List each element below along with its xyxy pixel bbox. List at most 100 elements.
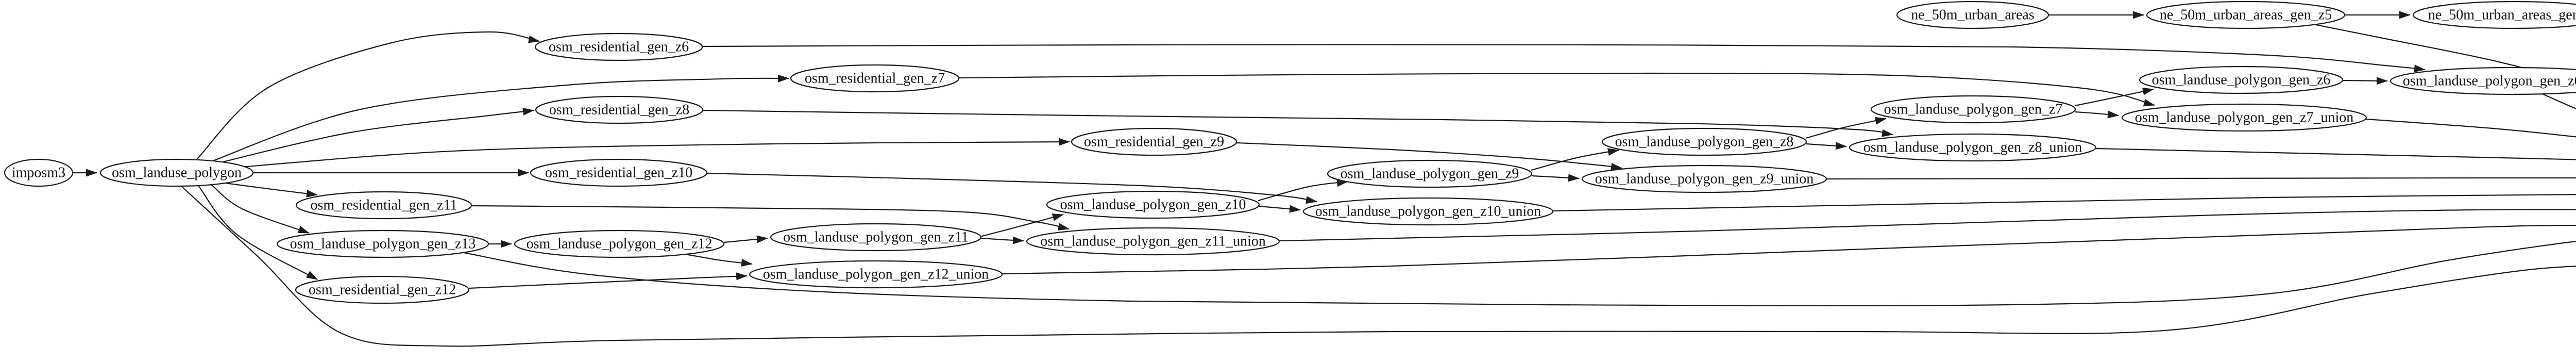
edge-osm-landuse-polygon-to-osm-landuse-polygon-gen-z13 <box>211 184 310 234</box>
node-ellipse-osm-landuse-polygon-gen-z11-union <box>1026 227 1280 256</box>
node-ellipse-osm-landuse-polygon-gen-z12 <box>514 229 725 258</box>
edge-osm-landuse-polygon-gen-z9-union-to-layer-landuse:z9 <box>1826 177 2576 180</box>
node-osm-landuse-polygon-gen-z7-union: osm_landuse_polygon_gen_z7_union <box>2121 103 2367 132</box>
node-label-osm-landuse-polygon-gen-z12-union: osm_landuse_polygon_gen_z12_union <box>763 267 989 283</box>
node-osm-residential-gen-z8: osm_residential_gen_z8 <box>535 95 704 124</box>
node-label-osm-landuse-polygon-gen-z6-union: osm_landuse_polygon_gen_z6_union <box>2403 73 2576 89</box>
node-label-osm-landuse-polygon-gen-z8-union: osm_landuse_polygon_gen_z8_union <box>1863 140 2082 156</box>
node-ellipse-osm-residential-gen-z12 <box>295 275 470 304</box>
node-label-osm-landuse-polygon: osm_landuse_polygon <box>112 165 242 181</box>
node-label-osm-landuse-polygon-gen-z11-union: osm_landuse_polygon_gen_z11_union <box>1040 234 1266 250</box>
node-osm-landuse-polygon-gen-z12: osm_landuse_polygon_gen_z12 <box>514 229 725 258</box>
edge-osm-landuse-polygon-gen-z7-union-to-layer-landuse:z7 <box>2365 118 2576 138</box>
node-osm-landuse-polygon-gen-z9: osm_landuse_polygon_gen_z9 <box>1327 159 1533 188</box>
node-label-imposm3: imposm3 <box>12 165 65 181</box>
node-label-osm-landuse-polygon-gen-z7: osm_landuse_polygon_gen_z7 <box>1884 102 2063 118</box>
edge-osm-landuse-polygon-gen-z9-to-osm-landuse-polygon-gen-z9-union <box>1531 174 1580 182</box>
node-ellipse-osm-landuse-polygon-gen-z10 <box>1046 190 1260 219</box>
node-label-osm-residential-gen-z7: osm_residential_gen_z7 <box>805 71 945 87</box>
node-osm-landuse-polygon-gen-z12-union: osm_landuse_polygon_gen_z12_union <box>749 260 1003 289</box>
node-label-osm-landuse-polygon-gen-z13: osm_landuse_polygon_gen_z13 <box>290 236 476 252</box>
node-ellipse-osm-landuse-polygon-gen-z6 <box>2139 65 2344 94</box>
edge-osm-landuse-polygon-gen-z8-to-osm-landuse-polygon-gen-z8-union <box>1806 142 1847 150</box>
node-label-osm-residential-gen-z8: osm_residential_gen_z8 <box>549 102 689 118</box>
edge-osm-landuse-polygon-gen-z6-to-osm-landuse-polygon-gen-z6-union <box>2342 77 2388 85</box>
edge-osm-residential-gen-z8-to-osm-landuse-polygon-gen-z8-union <box>702 109 1893 137</box>
edge-osm-residential-gen-z12-to-osm-landuse-polygon-gen-z12-union <box>468 272 748 289</box>
node-osm-landuse-polygon-gen-z7: osm_landuse_polygon_gen_z7 <box>1870 95 2076 124</box>
edge-osm-landuse-polygon-to-osm-residential-gen-z6 <box>196 31 540 160</box>
edge-osm-landuse-polygon-gen-z8-to-osm-landuse-polygon-gen-z7 <box>1805 117 1887 139</box>
node-label-osm-residential-gen-z12: osm_residential_gen_z12 <box>309 282 456 298</box>
edge-osm-landuse-polygon-to-layer-landuse:z14plus <box>181 186 2576 347</box>
node-osm-landuse-polygon-gen-z8-union: osm_landuse_polygon_gen_z8_union <box>1849 133 2097 162</box>
edge-osm-landuse-polygon-gen-z10-to-osm-landuse-polygon-gen-z10-union <box>1259 205 1301 213</box>
edge-osm-landuse-polygon-gen-z6-union-to-layer-landuse:z6 <box>2539 92 2576 109</box>
node-ellipse-osm-landuse-polygon-gen-z8-union <box>1849 133 2097 162</box>
node-label-ne-50m-urban-areas-gen-z5: ne_50m_urban_areas_gen_z5 <box>2160 7 2332 23</box>
node-label-osm-landuse-polygon-gen-z10-union: osm_landuse_polygon_gen_z10_union <box>1315 204 1541 220</box>
node-osm-landuse-polygon-gen-z10: osm_landuse_polygon_gen_z10 <box>1046 190 1260 219</box>
node-label-osm-landuse-polygon-gen-z11: osm_landuse_polygon_gen_z11 <box>783 229 969 245</box>
node-ellipse-osm-residential-gen-z11 <box>295 191 472 220</box>
node-label-osm-landuse-polygon-gen-z7-union: osm_landuse_polygon_gen_z7_union <box>2135 110 2354 126</box>
edge-osm-landuse-polygon-to-osm-residential-gen-z9 <box>239 138 1070 168</box>
edge-osm-residential-gen-z10-to-osm-landuse-polygon-gen-z10-union <box>706 172 1317 204</box>
edge-osm-landuse-polygon-gen-z11-to-osm-landuse-polygon-gen-z11-union <box>980 236 1024 244</box>
node-osm-landuse-polygon-gen-z6: osm_landuse_polygon_gen_z6 <box>2139 65 2344 94</box>
node-ne-50m-urban-areas-gen-z4: ne_50m_urban_areas_gen_z4 <box>2412 1 2576 29</box>
edge-ne-50m-urban-areas-gen-z5-to-layer-landuse:z5 <box>2313 23 2576 83</box>
edge-osm-landuse-polygon-gen-z9-to-osm-landuse-polygon-gen-z8 <box>1531 148 1619 171</box>
node-label-ne-50m-urban-areas: ne_50m_urban_areas <box>1911 7 2034 23</box>
edges-layer <box>73 11 2576 347</box>
edge-osm-landuse-polygon-gen-z7-to-osm-landuse-polygon-gen-z7-union <box>2075 110 2119 119</box>
node-ellipse-osm-landuse-polygon-gen-z6-union <box>2389 67 2576 95</box>
node-osm-residential-gen-z10: osm_residential_gen_z10 <box>530 158 708 187</box>
edge-osm-residential-gen-z7-to-osm-landuse-polygon-gen-z7-union <box>958 72 2155 107</box>
node-imposm3: imposm3 <box>4 158 74 187</box>
node-label-osm-residential-gen-z11: osm_residential_gen_z11 <box>310 198 457 213</box>
node-label-osm-landuse-polygon-gen-z9-union: osm_landuse_polygon_gen_z9_union <box>1595 171 1814 187</box>
node-osm-landuse-polygon-gen-z9-union: osm_landuse_polygon_gen_z9_union <box>1581 164 1827 193</box>
node-osm-landuse-polygon-gen-z13: osm_landuse_polygon_gen_z13 <box>276 229 489 258</box>
edge-osm-landuse-polygon-gen-z12-to-osm-landuse-polygon-gen-z12-union <box>685 253 753 267</box>
node-ellipse-osm-landuse-polygon-gen-z7 <box>1870 95 2076 124</box>
node-ellipse-osm-residential-gen-z6 <box>534 32 703 61</box>
node-ellipse-osm-residential-gen-z10 <box>530 158 708 187</box>
edge-osm-landuse-polygon-gen-z11-union-to-layer-landuse:z11 <box>1279 209 2576 242</box>
edge-osm-landuse-polygon-gen-z13-to-layer-landuse:z13 <box>461 240 2576 306</box>
node-ellipse-osm-landuse-polygon-gen-z13 <box>276 229 489 258</box>
node-ne-50m-urban-areas: ne_50m_urban_areas <box>1896 1 2049 29</box>
edge-osm-landuse-polygon-to-osm-residential-gen-z8 <box>210 108 534 166</box>
node-ellipse-osm-landuse-polygon-gen-z7-union <box>2121 103 2367 132</box>
node-label-osm-residential-gen-z10: osm_residential_gen_z10 <box>545 165 692 181</box>
node-ellipse-osm-residential-gen-z9 <box>1071 127 1238 156</box>
node-ellipse-imposm3 <box>4 158 74 187</box>
edge-osm-landuse-polygon-gen-z7-to-osm-landuse-polygon-gen-z6 <box>2074 87 2154 107</box>
node-label-osm-landuse-polygon-gen-z6: osm_landuse_polygon_gen_z6 <box>2152 72 2331 88</box>
node-ellipse-osm-landuse-polygon-gen-z9 <box>1327 159 1533 188</box>
edge-osm-landuse-polygon-gen-z11-to-osm-landuse-polygon-gen-z10 <box>979 213 1064 238</box>
node-osm-landuse-polygon-gen-z11: osm_landuse_polygon_gen_z11 <box>770 223 982 252</box>
node-label-osm-landuse-polygon-gen-z12: osm_landuse_polygon_gen_z12 <box>527 236 713 252</box>
node-label-ne-50m-urban-areas-gen-z4: ne_50m_urban_areas_gen_z4 <box>2428 7 2576 23</box>
node-osm-landuse-polygon-gen-z6-union: osm_landuse_polygon_gen_z6_union <box>2389 67 2576 95</box>
edge-osm-landuse-polygon-gen-z10-union-to-layer-landuse:z10 <box>1552 194 2576 212</box>
node-ellipse-ne-50m-urban-areas-gen-z4 <box>2412 1 2576 29</box>
node-ellipse-osm-landuse-polygon-gen-z10-union <box>1302 197 1554 226</box>
node-osm-landuse-polygon-gen-z11-union: osm_landuse_polygon_gen_z11_union <box>1026 227 1280 256</box>
node-osm-residential-gen-z9: osm_residential_gen_z9 <box>1071 127 1238 156</box>
node-label-osm-landuse-polygon-gen-z10: osm_landuse_polygon_gen_z10 <box>1060 197 1246 213</box>
edge-osm-landuse-polygon-to-osm-residential-gen-z11 <box>225 182 318 198</box>
node-ellipse-ne-50m-urban-areas <box>1896 1 2049 29</box>
node-osm-residential-gen-z12: osm_residential_gen_z12 <box>295 275 470 304</box>
edge-osm-landuse-polygon-to-osm-residential-gen-z7 <box>208 74 789 163</box>
node-osm-landuse-polygon-gen-z8: osm_landuse_polygon_gen_z8 <box>1601 127 1807 156</box>
node-osm-landuse-polygon: osm_landuse_polygon <box>99 158 254 187</box>
node-ellipse-osm-residential-gen-z8 <box>535 95 704 124</box>
edge-osm-residential-gen-z9-to-osm-landuse-polygon-gen-z9-union <box>1236 142 1622 171</box>
node-ellipse-osm-landuse-polygon-gen-z8 <box>1601 127 1807 156</box>
node-ellipse-osm-landuse-polygon-gen-z11 <box>770 223 982 252</box>
